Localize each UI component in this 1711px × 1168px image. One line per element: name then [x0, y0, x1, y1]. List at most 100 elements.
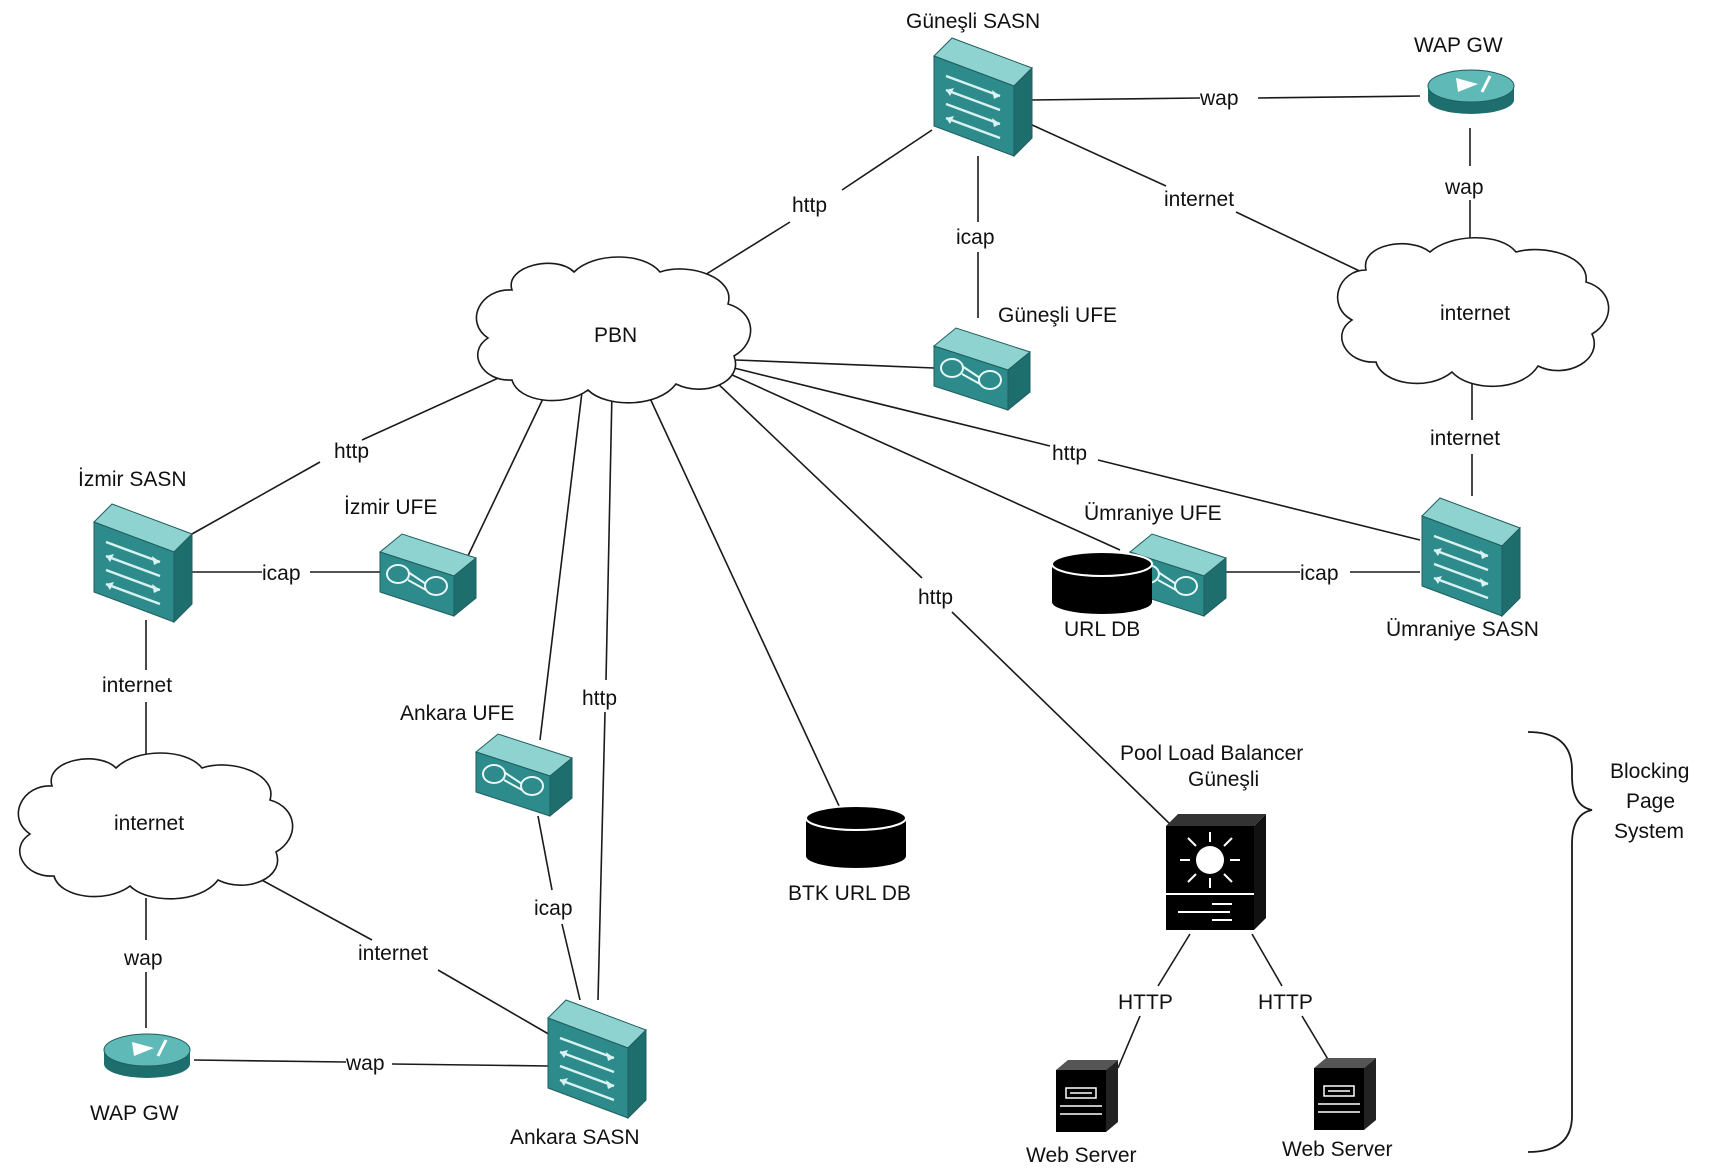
node-label: İzmir UFE	[344, 496, 437, 519]
wap-gateway-icon	[1426, 68, 1516, 116]
node-label: Güneşli SASN	[906, 10, 1040, 33]
link-label-wap: wap	[123, 947, 163, 970]
link-ankara-icap-b	[561, 923, 581, 1001]
link-internet-ankara-b	[437, 969, 553, 1037]
ufe-icon	[379, 533, 477, 617]
link-gunesli-pbn-b	[699, 221, 791, 279]
node-label: Ankara UFE	[400, 702, 514, 725]
link-label-http-upper: HTTP	[1258, 991, 1313, 1014]
node-label: URL DB	[1064, 618, 1140, 641]
link-pbn-umraniye-ufe	[729, 373, 1121, 551]
link-gunesli-pbn	[841, 129, 933, 191]
node-label-line2: Güneşli	[1188, 768, 1259, 791]
link-label-internet: internet	[1164, 188, 1234, 211]
node-gunesli-sasn: Güneşli SASN	[906, 10, 1040, 158]
node-wap-gw-top: WAP GW	[1414, 34, 1516, 116]
link-pbn-ankara-b	[597, 711, 606, 1001]
link-label-internet: internet	[102, 674, 172, 697]
node-label: Ümraniye UFE	[1084, 502, 1222, 525]
node-ankara-sasn: Ankara SASN	[510, 998, 648, 1149]
link-label-http: http	[918, 586, 953, 609]
node-pbn: PBN	[475, 256, 752, 404]
link-lb-ws1-b	[1117, 1015, 1141, 1069]
link-pbn-umraniye-b	[1097, 459, 1421, 541]
sasn-icon	[546, 998, 648, 1120]
link-label-http: http	[1052, 442, 1087, 465]
blocking-page-system: Blocking Page System	[1527, 731, 1689, 1153]
cloud-icon	[1336, 237, 1610, 388]
database-icon	[805, 805, 907, 869]
link-label-http: http	[792, 194, 827, 217]
cloud-icon	[17, 752, 294, 900]
node-label: BTK URL DB	[788, 882, 911, 905]
link-gunesli-wapgw	[1029, 97, 1201, 101]
node-label: WAP GW	[90, 1102, 179, 1125]
web-server-icon	[1313, 1057, 1377, 1131]
node-label: WAP GW	[1414, 34, 1503, 57]
link-ankara-icap	[537, 815, 553, 891]
web-server-icon	[1055, 1059, 1119, 1133]
node-gunesli-ufe: Güneşli UFE	[933, 304, 1117, 411]
database-icon	[1051, 551, 1153, 615]
link-label-http: http	[582, 687, 617, 710]
sasn-icon	[932, 36, 1034, 158]
link-pbn-izmir-ufe	[465, 383, 551, 561]
blocking-label-line2: Page	[1626, 790, 1675, 813]
node-umraniye-ufe: Ümraniye UFE	[1084, 502, 1227, 617]
node-label: Ankara SASN	[510, 1126, 640, 1149]
node-label: internet	[1440, 302, 1510, 325]
link-label-wap: wap	[1199, 87, 1239, 110]
blocking-label-line1: Blocking	[1610, 760, 1689, 783]
load-balancer-icon	[1166, 814, 1266, 930]
link-gunesli-wapgw-b	[1257, 95, 1421, 99]
ufe-icon	[933, 327, 1031, 411]
node-ankara-ufe: Ankara UFE	[400, 702, 573, 817]
cloud-icon	[475, 256, 752, 404]
node-pool-load-balancer: Pool Load Balancer Güneşli	[1120, 742, 1303, 930]
node-umraniye-sasn: Ümraniye SASN	[1386, 496, 1539, 641]
sasn-icon	[92, 502, 194, 624]
link-lb-ws2	[1251, 933, 1283, 987]
wap-gateway-icon	[102, 1032, 192, 1080]
link-pbn-lb	[713, 379, 923, 579]
node-internet-right: internet	[1336, 237, 1610, 388]
node-btk-url-db: BTK URL DB	[788, 805, 911, 905]
link-pbn-izmir-b	[191, 461, 321, 535]
node-label: Web Server	[1026, 1144, 1137, 1167]
link-internet-ankara	[257, 877, 373, 941]
node-internet-left: internet	[17, 752, 294, 900]
node-label: Web Server	[1282, 1138, 1393, 1161]
link-gunesli-internet	[1029, 123, 1167, 187]
link-label-icap: icap	[534, 897, 573, 920]
link-label-wap: wap	[1444, 176, 1484, 199]
link-label-http: http	[334, 440, 369, 463]
sasn-icon	[1420, 496, 1522, 618]
link-wapgw-ankara	[193, 1059, 347, 1063]
link-pbn-umraniye	[733, 367, 1051, 447]
link-gunesli-internet-b	[1235, 211, 1371, 277]
node-label: internet	[114, 812, 184, 835]
link-label-icap: icap	[956, 226, 995, 249]
ufe-icon	[475, 733, 573, 817]
node-izmir-ufe: İzmir UFE	[344, 496, 477, 617]
node-wap-gw-bottom: WAP GW	[90, 1032, 192, 1125]
link-lb-ws2-b	[1301, 1015, 1333, 1067]
node-label: PBN	[594, 324, 637, 347]
link-pbn-lb-b	[951, 611, 1173, 827]
link-label-internet: internet	[1430, 427, 1500, 450]
link-pbn-gunesli-ufe	[735, 359, 935, 369]
brace-icon	[1527, 731, 1593, 1153]
link-label-http-upper: HTTP	[1118, 991, 1173, 1014]
link-pbn-btk	[647, 393, 841, 809]
link-label-wap: wap	[345, 1052, 385, 1075]
link-label-internet: internet	[358, 942, 428, 965]
link-wapgw-ankara-b	[391, 1063, 549, 1067]
blocking-label-line3: System	[1614, 820, 1684, 843]
node-web-server-1: Web Server	[1026, 1059, 1137, 1167]
links: wap http icap internet wap internet http	[102, 87, 1500, 1075]
node-izmir-sasn: İzmir SASN	[78, 468, 194, 624]
link-lb-ws1	[1157, 933, 1191, 987]
node-url-db: URL DB	[1051, 551, 1153, 641]
link-label-icap: icap	[1300, 562, 1339, 585]
